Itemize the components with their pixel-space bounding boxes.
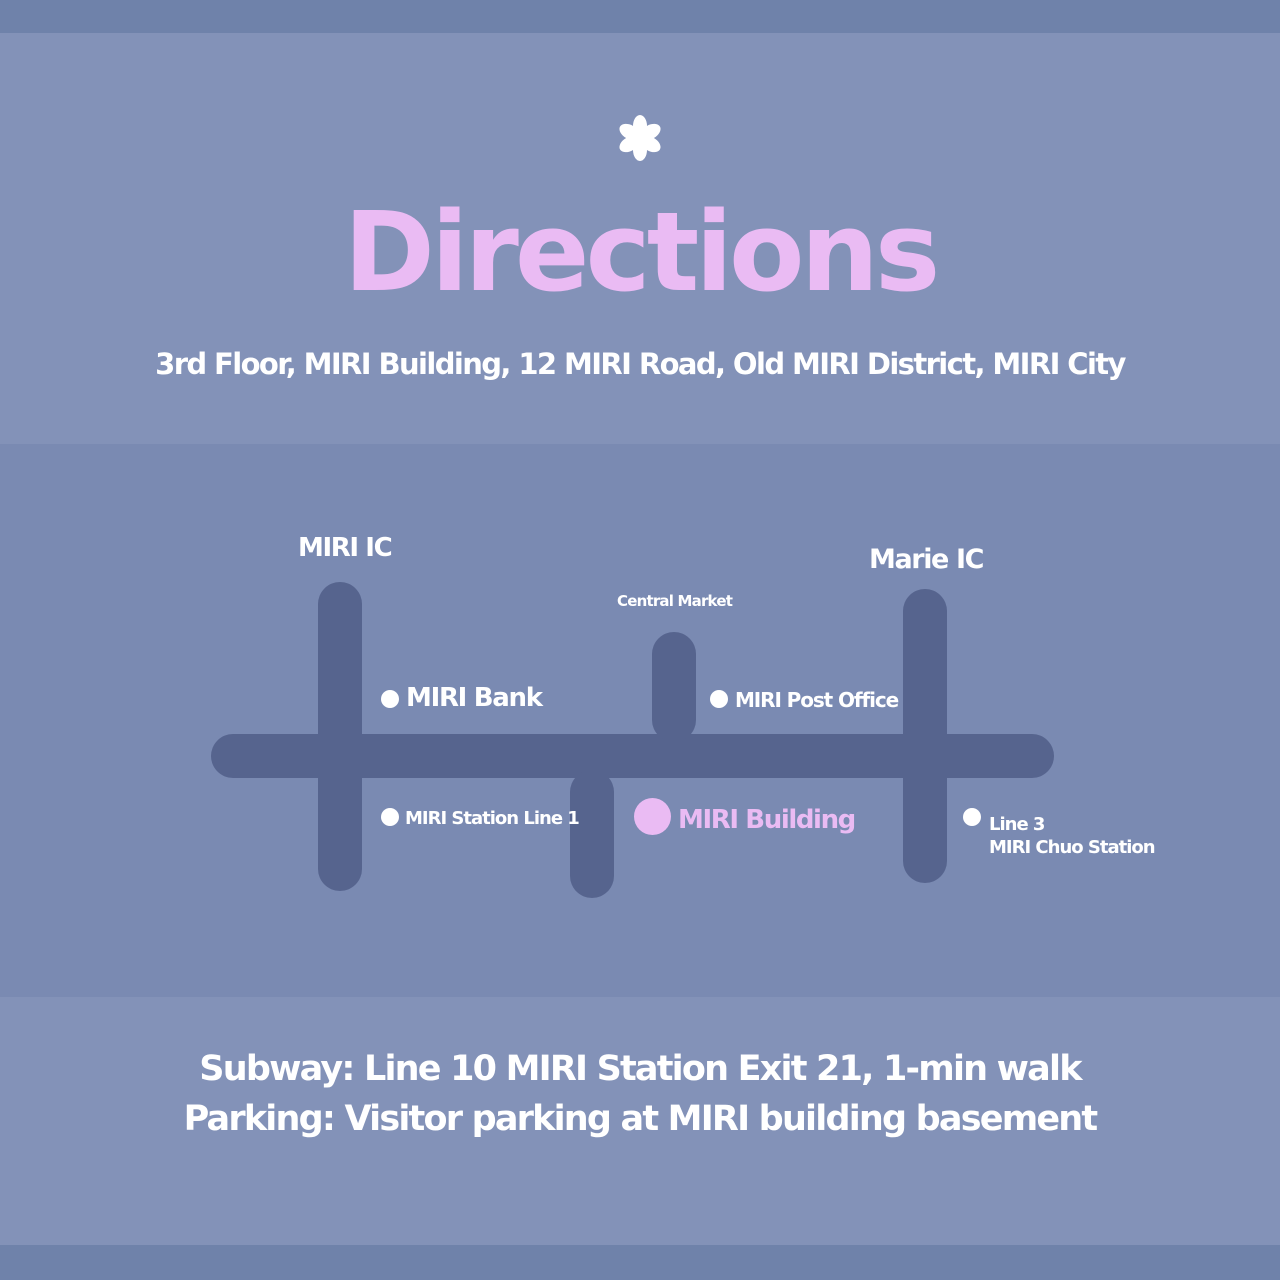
page-title: Directions [343,188,941,316]
miri-bank-label: MIRI Bank [406,683,543,713]
miri-building-marker [634,798,671,835]
subway-info: Subway: Line 10 MIRI Station Exit 21, 1-… [199,1049,1082,1089]
central-market-label: Central Market [617,592,733,610]
chuo-station-marker [963,808,981,826]
chuo-station-label: MIRI Chuo Station [989,837,1156,858]
station-line1-marker [381,808,399,826]
top-border [0,0,1280,33]
footer-section [0,997,1280,1245]
bottom-border [0,1245,1280,1280]
chuo-line-label: Line 3 [989,814,1045,835]
miri-ic-label: MIRI IC [298,533,393,563]
miri-building-label: MIRI Building [678,805,856,835]
road-miri-ic [318,582,362,891]
map-section [0,444,1280,997]
station-line1-label: MIRI Station Line 1 [405,808,580,829]
header-section [0,33,1280,444]
road-central-market [652,632,696,742]
post-office-label: MIRI Post Office [735,688,899,712]
transport-info: Subway: Line 10 MIRI Station Exit 21, 1-… [0,1044,1280,1144]
parking-info: Parking: Visitor parking at MIRI buildin… [183,1099,1099,1139]
road-south-connector [570,770,614,898]
road-marie-ic [903,589,947,883]
asterisk-flower-icon [614,112,666,168]
post-office-marker [710,690,728,708]
marie-ic-label: Marie IC [869,544,984,575]
miri-bank-marker [381,690,399,708]
address-text: 3rd Floor, MIRI Building, 12 MIRI Road, … [155,347,1126,381]
